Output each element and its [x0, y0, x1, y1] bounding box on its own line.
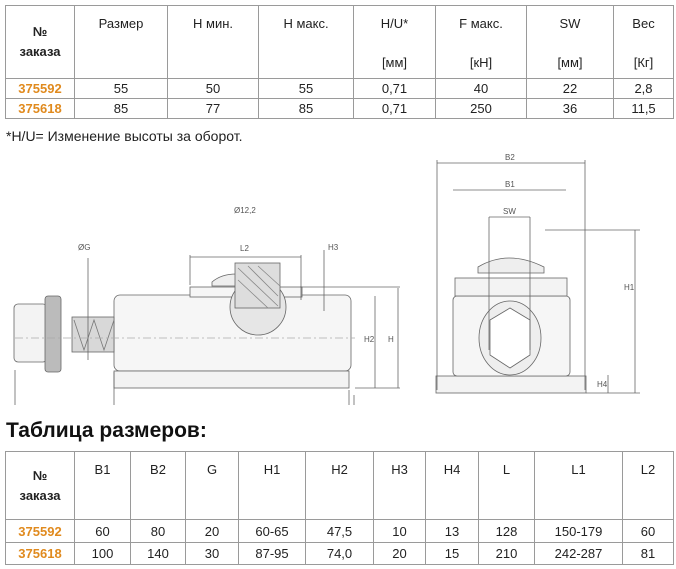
side-view [13, 250, 400, 405]
dim-label-H3: H3 [328, 243, 339, 252]
column-header: SW[мм] [526, 5, 614, 79]
cell: 150-179 [534, 519, 623, 543]
footnote: *H/U= Изменение высоты за оборот. [6, 128, 243, 144]
dim-label-d122: Ø12,2 [234, 206, 256, 215]
column-header: L [478, 451, 535, 520]
column-header: B1 [74, 451, 131, 520]
dim-label-H2: H2 [364, 335, 375, 344]
technical-drawing: L2 Ø12,2 H3 ØG H2 H L L1 B2 B1 SW H1 H4 [13, 153, 640, 405]
cell: 87-95 [238, 542, 306, 565]
cell: 210 [478, 542, 535, 565]
cell: 55 [74, 78, 168, 99]
cell: 15 [425, 542, 479, 565]
cell: 11,5 [613, 98, 674, 119]
order-number: 375592 [5, 78, 75, 99]
column-header: H3 [373, 451, 426, 520]
cell: 0,71 [353, 78, 436, 99]
front-view [435, 160, 640, 394]
cell: 30 [185, 542, 239, 565]
dim-label-L2: L2 [240, 244, 249, 253]
cell: 140 [130, 542, 186, 565]
cell: 85 [258, 98, 354, 119]
cell: 74,0 [305, 542, 374, 565]
column-header: H макс. [258, 5, 354, 79]
cell: 85 [74, 98, 168, 119]
column-header: H/U*[мм] [353, 5, 436, 79]
table-row: 375618 100 140 30 87-95 74,0 20 15 210 2… [5, 542, 674, 565]
column-header: H мин. [167, 5, 259, 79]
cell: 100 [74, 542, 131, 565]
column-header: B2 [130, 451, 186, 520]
dim-label-H4: H4 [597, 380, 608, 389]
cell: 128 [478, 519, 535, 543]
cell: 60 [622, 519, 674, 543]
column-header: Размер [74, 5, 168, 79]
column-header: Вес[Кг] [613, 5, 674, 79]
dim-label-G: ØG [78, 243, 90, 252]
column-header: H2 [305, 451, 374, 520]
cell: 81 [622, 542, 674, 565]
cell: 0,71 [353, 98, 436, 119]
cell: 22 [526, 78, 614, 99]
table-row: 375592 60 80 20 60-65 47,5 10 13 128 150… [5, 519, 674, 543]
column-header: F макс.[кН] [435, 5, 527, 79]
column-header: H4 [425, 451, 479, 520]
column-header: G [185, 451, 239, 520]
table-row: 375592 55 50 55 0,71 40 22 2,8 [5, 78, 674, 99]
dim-label-B2: B2 [505, 153, 515, 162]
cell: 2,8 [613, 78, 674, 99]
cell: 242-287 [534, 542, 623, 565]
column-header: L2 [622, 451, 674, 520]
cell: 80 [130, 519, 186, 543]
dim-label-B1: B1 [505, 180, 515, 189]
cell: 60-65 [238, 519, 306, 543]
cell: 77 [167, 98, 259, 119]
dim-label-H: H [388, 335, 394, 344]
order-number: 375618 [5, 542, 75, 565]
dim-label-H1: H1 [624, 283, 635, 292]
cell: 50 [167, 78, 259, 99]
dim-label-SW: SW [503, 207, 516, 216]
cell: 13 [425, 519, 479, 543]
order-number: 375592 [5, 519, 75, 543]
cell: 55 [258, 78, 354, 99]
table-row: 375618 85 77 85 0,71 250 36 11,5 [5, 98, 674, 119]
cell: 10 [373, 519, 426, 543]
cell: 20 [373, 542, 426, 565]
column-header: H1 [238, 451, 306, 520]
cell: 36 [526, 98, 614, 119]
cell: 40 [435, 78, 527, 99]
cell: 20 [185, 519, 239, 543]
cell: 60 [74, 519, 131, 543]
dimensions-title: Таблица размеров: [6, 419, 207, 442]
order-number: 375618 [5, 98, 75, 119]
cell: 47,5 [305, 519, 374, 543]
cell: 250 [435, 98, 527, 119]
column-header: L1 [534, 451, 623, 520]
